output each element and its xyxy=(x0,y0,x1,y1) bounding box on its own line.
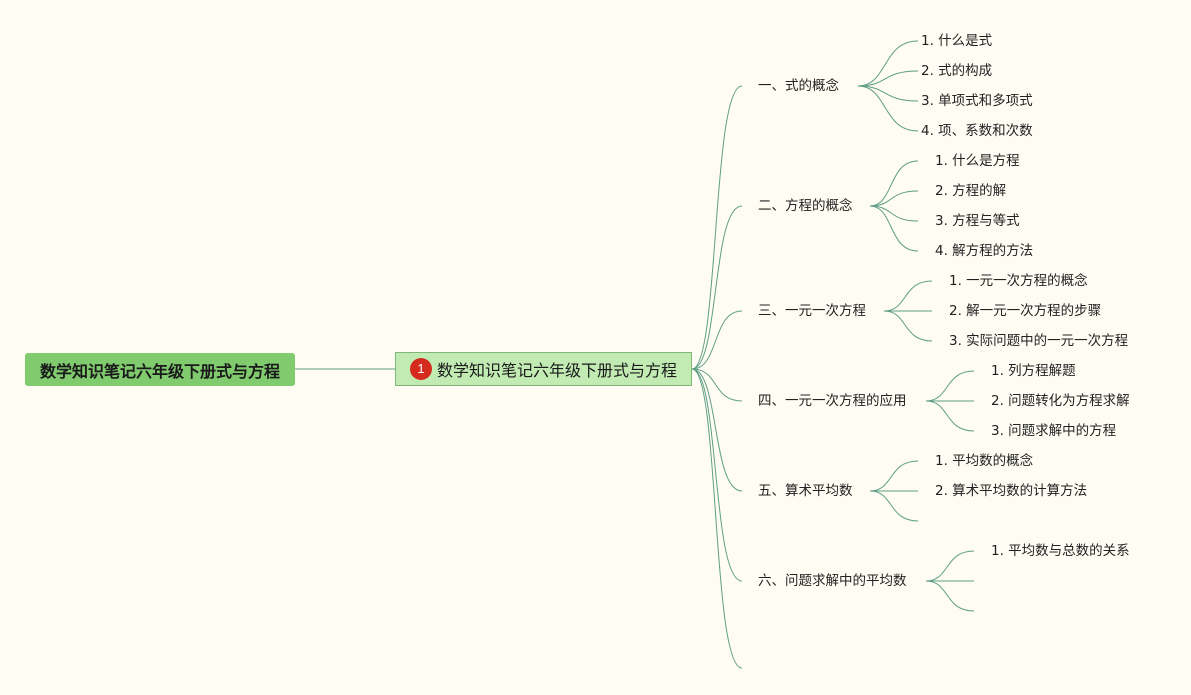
subtopic-label[interactable]: 2. 算术平均数的计算方法 xyxy=(935,483,1088,499)
subtopic-label[interactable]: 1. 什么是式 xyxy=(921,33,993,49)
subtopic-connector-line xyxy=(925,580,975,612)
subtopic-label[interactable]: 1. 什么是方程 xyxy=(935,153,1020,169)
branch-label[interactable]: 四、一元一次方程的应用 xyxy=(758,393,907,409)
central-topic[interactable]: 1 数学知识笔记六年级下册式与方程 xyxy=(395,352,692,386)
branch-connector-line xyxy=(691,310,743,370)
subtopic-connector-line xyxy=(869,490,919,522)
branch-label[interactable]: 二、方程的概念 xyxy=(758,198,853,214)
branch-connector-line xyxy=(691,85,743,370)
subtopic-connector-line xyxy=(925,400,975,432)
subtopic-connector-line xyxy=(869,460,919,492)
subtopic-connector-line xyxy=(857,85,919,132)
subtopic-connector-line xyxy=(883,280,933,312)
subtopic-label[interactable]: 2. 式的构成 xyxy=(921,63,993,79)
subtopic-label[interactable]: 1. 平均数的概念 xyxy=(935,453,1034,469)
subtopic-label[interactable]: 3. 实际问题中的一元一次方程 xyxy=(949,333,1129,349)
branch-label[interactable]: 一、式的概念 xyxy=(758,78,839,94)
subtopic-label[interactable]: 2. 方程的解 xyxy=(935,183,1007,199)
branch-label[interactable]: 六、问题求解中的平均数 xyxy=(758,573,907,589)
subtopic-connector-line xyxy=(857,70,919,87)
subtopic-connector-line xyxy=(869,205,919,252)
branch-connector-line xyxy=(691,205,743,370)
priority-1-icon: 1 xyxy=(409,358,432,380)
branch-connector-line xyxy=(691,368,743,669)
subtopic-connector-line xyxy=(869,190,919,207)
subtopic-label[interactable]: 1. 平均数与总数的关系 xyxy=(991,543,1130,559)
branch-label[interactable]: 三、一元一次方程 xyxy=(758,303,866,319)
subtopic-label[interactable]: 2. 解一元一次方程的步骤 xyxy=(949,303,1102,319)
branch-label[interactable]: 五、算术平均数 xyxy=(758,483,853,499)
subtopic-label[interactable]: 1. 列方程解题 xyxy=(991,363,1076,379)
root-topic-label: 数学知识笔记六年级下册式与方程 xyxy=(39,361,280,381)
subtopic-connector-line xyxy=(883,310,933,342)
subtopic-label[interactable]: 3. 问题求解中的方程 xyxy=(991,423,1117,439)
central-topic-label: 数学知识笔记六年级下册式与方程 xyxy=(436,361,677,380)
subtopic-label[interactable]: 3. 方程与等式 xyxy=(935,213,1020,229)
subtopic-connector-line xyxy=(857,40,919,87)
subtopic-connector-line xyxy=(869,205,919,222)
subtopic-connector-line xyxy=(925,550,975,582)
subtopic-label[interactable]: 1. 一元一次方程的概念 xyxy=(949,273,1088,289)
subtopic-label[interactable]: 4. 解方程的方法 xyxy=(935,243,1034,259)
subtopic-label[interactable]: 3. 单项式和多项式 xyxy=(921,93,1033,109)
root-topic[interactable]: 数学知识笔记六年级下册式与方程 xyxy=(25,353,295,386)
subtopic-connector-line xyxy=(869,160,919,207)
branch-connector-line xyxy=(691,368,743,492)
subtopic-label[interactable]: 4. 项、系数和次数 xyxy=(921,123,1033,139)
branch-connector-line xyxy=(691,368,743,582)
subtopic-label[interactable]: 2. 问题转化为方程求解 xyxy=(991,393,1130,409)
branch-connector-line xyxy=(691,368,743,402)
subtopic-connector-line xyxy=(925,370,975,402)
subtopic-connector-line xyxy=(857,85,919,102)
